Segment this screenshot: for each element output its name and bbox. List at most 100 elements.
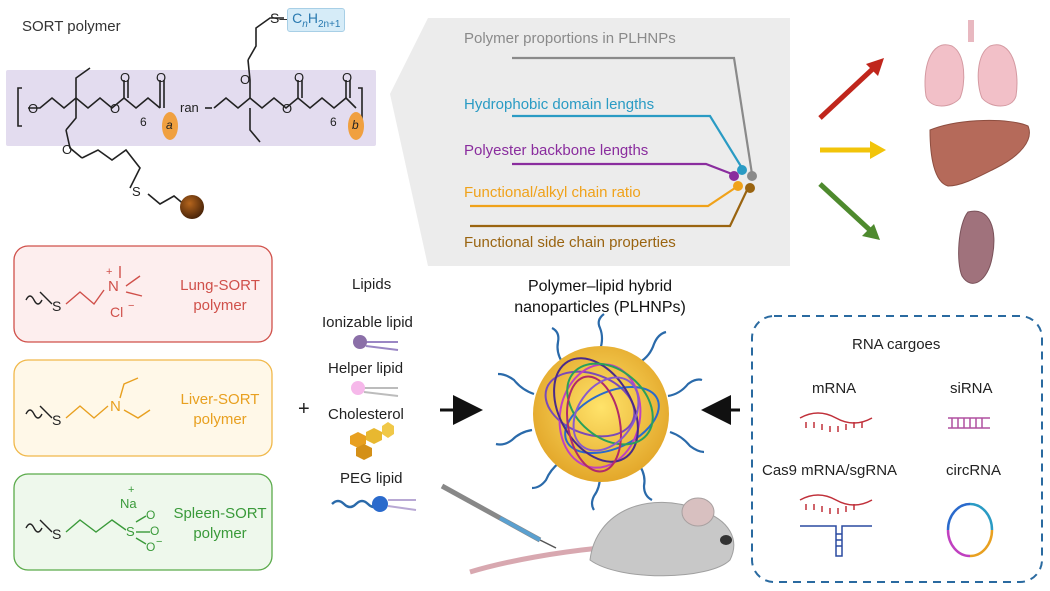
spleen-illustration	[958, 210, 995, 284]
label-functional-alkyl-ratio: Functional/alkyl chain ratio	[464, 184, 641, 201]
circrna-icon	[946, 502, 994, 558]
sub-6-b: 6	[330, 115, 337, 129]
attachment-squiggles	[25, 295, 43, 533]
proportions-panel	[390, 18, 790, 266]
lung-charge-plus: +	[106, 266, 113, 278]
lipid-cholesterol: Cholesterol	[328, 406, 404, 423]
syringe-illustration	[440, 483, 557, 549]
spleen-atom-s: S	[52, 526, 62, 542]
lipid-peg: PEG lipid	[340, 470, 403, 487]
lung-sort-line2: polymer	[193, 297, 247, 314]
atom-o-3: O	[120, 70, 131, 85]
subscript-b: b	[352, 118, 359, 132]
atom-o-9: O	[342, 70, 353, 85]
liver-sort-line2: polymer	[193, 411, 247, 428]
cholesterol-icon	[350, 422, 394, 460]
liver-chem-bonds	[39, 377, 151, 419]
polymer-structure	[17, 17, 363, 207]
spleen-sort-label: Spleen-SORT polymer	[160, 504, 280, 544]
rna-cargoes-title: RNA cargoes	[852, 336, 941, 353]
atom-s-bead: S	[132, 184, 141, 199]
lung-atom-s: S	[52, 298, 62, 314]
sort-polymer-title: SORT polymer	[22, 18, 121, 35]
lung-charge-minus: −	[128, 300, 135, 312]
alkyl-c: C	[292, 10, 303, 26]
proportion-nodes	[729, 165, 757, 193]
spleen-sort-line1: Spleen-SORT	[173, 505, 267, 522]
label-polyester-backbone: Polyester backbone lengths	[464, 142, 649, 159]
spleen-charge-minus: −	[156, 536, 163, 548]
atom-o-7: O	[282, 101, 293, 116]
spleen-atom-o3: O	[146, 540, 156, 554]
mouse-illustration	[469, 497, 735, 577]
alkyl-2n1: 2n+1	[317, 18, 341, 30]
atom-o-5: O	[62, 142, 73, 157]
plus-sign: +	[298, 398, 310, 420]
spleen-charge-plus: +	[128, 484, 135, 496]
functional-bead	[180, 195, 204, 219]
arrow-to-liver-head	[870, 141, 886, 159]
liver-sort-label: Liver-SORT polymer	[160, 390, 280, 430]
helper-lipid-icon	[351, 381, 399, 397]
subscript-a: a	[166, 118, 173, 132]
liver-illustration	[929, 119, 1030, 187]
lung-sort-card	[13, 245, 273, 343]
label-functional-side-chain: Functional side chain properties	[464, 234, 676, 251]
nanoparticle-illustration	[495, 313, 705, 511]
label-polymer-proportions: Polymer proportions in PLHNPs	[464, 30, 676, 47]
nanoparticle-title-line2: nanoparticles (PLHNPs)	[514, 299, 686, 316]
arrow-to-lung	[818, 62, 880, 120]
rna-cargoes-box	[751, 315, 1043, 583]
lung-atom-cl: Cl	[110, 304, 124, 320]
cas9-mrna-sgrna-icon	[799, 494, 873, 557]
rna-sirna-label: siRNA	[950, 380, 993, 397]
lung-chem-bonds	[39, 266, 143, 306]
lung-sort-line1: Lung-SORT	[180, 277, 260, 294]
arrow-to-spleen	[818, 182, 874, 234]
side-chain-formula: S–CnH2n+1	[270, 8, 346, 32]
ran-label: ran	[180, 100, 199, 115]
alkyl-h: H	[307, 10, 318, 26]
spleen-chem-bonds	[39, 515, 150, 545]
lung-atom-n: N	[108, 278, 119, 295]
liver-atom-n: N	[110, 398, 121, 415]
peg-lipid-icon	[331, 496, 417, 512]
spleen-sort-line2: polymer	[193, 525, 247, 542]
polymer-backbone-band	[6, 70, 376, 146]
arrow-to-lung-head	[866, 58, 884, 76]
atom-o-8: O	[294, 70, 305, 85]
side-chain-s: S	[270, 10, 280, 26]
lipids-title: Lipids	[352, 276, 392, 293]
spleen-atom-o1: O	[146, 508, 156, 522]
atom-o-2: O	[110, 101, 121, 116]
atom-o-4: O	[156, 70, 167, 85]
liver-sort-line1: Liver-SORT	[180, 391, 260, 408]
liver-atom-s: S	[52, 412, 62, 428]
rna-circrna-label: circRNA	[946, 462, 1001, 479]
proportion-leader-lines	[470, 56, 754, 228]
mrna-icon	[799, 412, 873, 432]
lipid-ionizable: Ionizable lipid	[322, 314, 413, 331]
arrow-to-spleen-head	[862, 224, 880, 240]
nanoparticle-title: Polymer–lipid hybrid nanoparticles (PLHN…	[480, 276, 720, 318]
rna-mrna-label: mRNA	[812, 380, 857, 397]
lung-illustration	[924, 20, 1018, 107]
lung-sort-label: Lung-SORT polymer	[160, 276, 280, 316]
alkyl-n: n	[302, 18, 308, 30]
spleen-atom-o2: O	[150, 524, 160, 538]
repeat-a-highlight	[162, 112, 178, 140]
repeat-b-highlight	[348, 112, 364, 140]
atom-o-1: O	[28, 101, 39, 116]
spleen-atom-na: Na	[120, 496, 137, 511]
rna-cas9-label: Cas9 mRNA/sgRNA	[762, 462, 898, 479]
atom-o-6: O	[240, 72, 251, 87]
alkyl-chain-box: CnH2n+1	[287, 8, 346, 32]
label-hydrophobic-domain: Hydrophobic domain lengths	[464, 96, 655, 113]
sirna-icon	[948, 417, 990, 429]
spleen-atom-s2: S	[126, 524, 135, 539]
lipid-helper: Helper lipid	[328, 360, 404, 377]
liver-sort-card	[13, 359, 273, 457]
nanoparticle-title-line1: Polymer–lipid hybrid	[527, 278, 673, 295]
ionizable-lipid-icon	[353, 335, 399, 351]
